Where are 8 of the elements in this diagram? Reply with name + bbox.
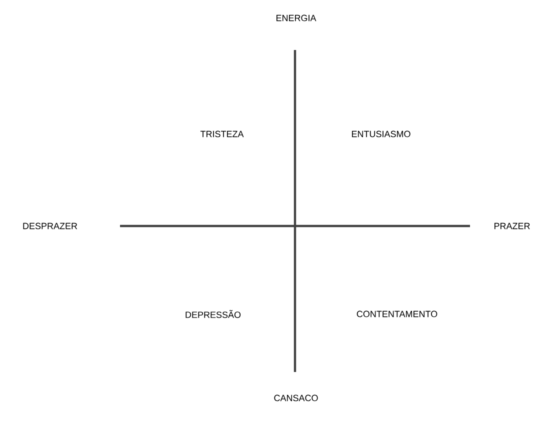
axis-label: TRISTEZA [200,130,244,138]
axis-label: CONTENTAMENTO [356,310,438,318]
axis-label: DEPRESSÃO [186,310,241,318]
axis-label: ENERGIA [276,14,316,22]
axis-label: DESPRAZER [23,222,78,230]
axis-label: CANSACO [274,394,318,402]
axis-label: PRAZER [494,222,530,230]
axis-label: ENTUSIASMO [352,130,410,138]
